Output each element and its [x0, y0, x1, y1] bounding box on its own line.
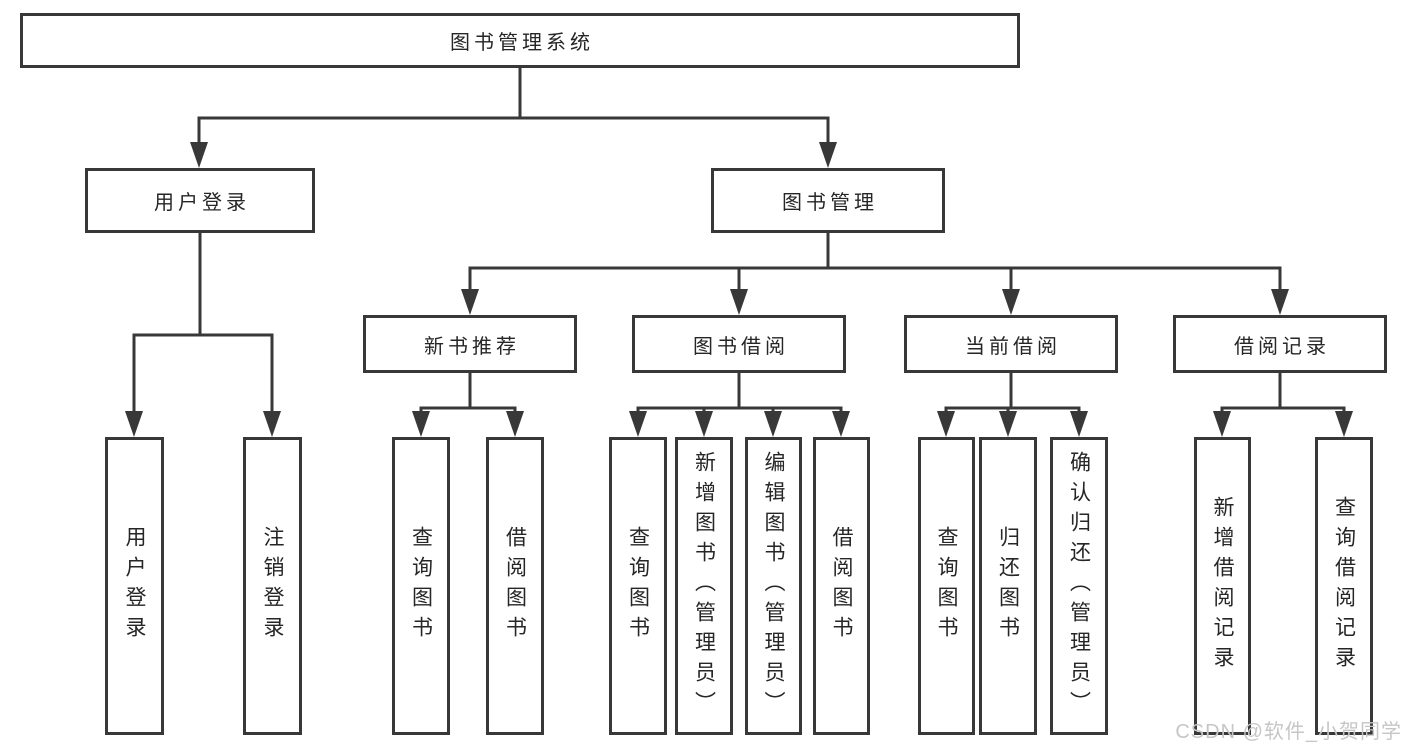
connector-new-book-recommend-to-leaves — [412, 373, 524, 437]
leaf-return-book: 归还图书 — [979, 437, 1037, 735]
leaf-query-books-recommend: 查询图书 — [392, 437, 450, 735]
node-label: 当前借阅 — [965, 335, 1061, 358]
leaf-query-books-borrow: 查询图书 — [609, 437, 667, 735]
node-current-borrow: 当前借阅 — [904, 315, 1118, 373]
leaf-query-borrow-record: 查询借阅记录 — [1315, 437, 1373, 735]
leaf-query-books-current: 查询图书 — [918, 437, 975, 735]
node-label: 确认归还（管理员） — [1067, 451, 1091, 721]
node-label: 查询图书 — [935, 526, 958, 646]
node-label: 图书管理 — [782, 192, 878, 214]
connector-book-borrow-to-leaves — [629, 373, 850, 437]
node-label: 查询图书 — [409, 526, 433, 646]
leaf-borrow-books: 借阅图书 — [813, 437, 870, 735]
node-label: 新书推荐 — [424, 335, 520, 358]
connector-current-borrow-to-leaves — [937, 373, 1088, 437]
leaf-logout: 注销登录 — [243, 437, 302, 735]
node-label: 注销登录 — [261, 526, 284, 646]
node-label: 借阅图书 — [503, 526, 527, 646]
node-label: 借阅记录 — [1234, 335, 1330, 358]
node-label: 用户登录 — [123, 526, 146, 646]
node-label: 新增借阅记录 — [1211, 496, 1234, 676]
node-new-book-recommend: 新书推荐 — [363, 315, 577, 373]
leaf-add-book-admin: 新增图书（管理员） — [675, 437, 733, 735]
node-label: 图书管理系统 — [450, 32, 594, 54]
node-label: 新增图书（管理员） — [692, 451, 716, 721]
leaf-confirm-return-admin: 确认归还（管理员） — [1050, 437, 1108, 735]
connector-borrow-records-to-leaves — [1213, 373, 1353, 437]
connector-user-login-to-leaves — [125, 233, 281, 437]
node-label: 查询借阅记录 — [1332, 496, 1356, 676]
node-label: 归还图书 — [996, 526, 1020, 646]
node-book-management: 图书管理 — [711, 168, 945, 233]
node-library-management-system: 图书管理系统 — [20, 13, 1020, 68]
node-label: 用户登录 — [154, 192, 250, 214]
node-book-borrow: 图书借阅 — [632, 315, 846, 373]
node-borrow-records: 借阅记录 — [1173, 315, 1387, 373]
node-label: 编辑图书（管理员） — [762, 451, 785, 721]
connector-root-to-level2 — [190, 68, 837, 168]
csdn-watermark: CSDN @软件_小贺同学 — [1175, 721, 1402, 743]
connector-book-management-to-level3 — [461, 233, 1289, 315]
node-user-login: 用户登录 — [85, 168, 315, 233]
leaf-edit-book-admin: 编辑图书（管理员） — [745, 437, 802, 735]
leaf-add-borrow-record: 新增借阅记录 — [1194, 437, 1251, 735]
node-label: 查询图书 — [626, 526, 650, 646]
leaf-user-login: 用户登录 — [105, 437, 164, 735]
leaf-borrow-books-recommend: 借阅图书 — [486, 437, 544, 735]
node-label: 借阅图书 — [830, 526, 853, 646]
node-label: 图书借阅 — [693, 335, 789, 358]
